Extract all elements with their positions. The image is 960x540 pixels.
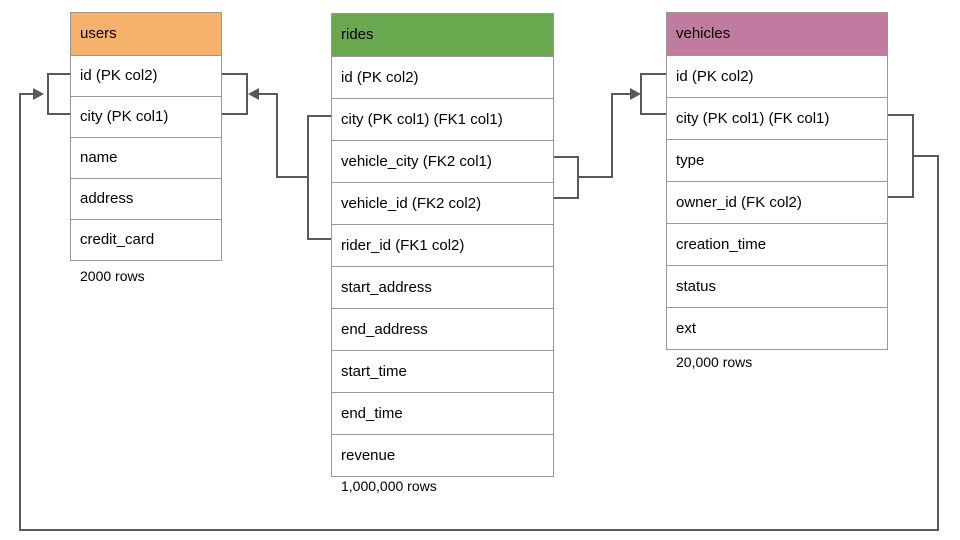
connector-rides-vehicles (553, 73, 666, 199)
table-header-rides: rides (332, 14, 553, 56)
table-row: name (71, 137, 221, 178)
table-rows-rides: id (PK col2)city (PK col1) (FK1 col1)veh… (332, 56, 553, 476)
table-row: credit_card (71, 219, 221, 260)
table-row: end_time (332, 392, 553, 434)
table-row: address (71, 178, 221, 219)
connector-rides-users (221, 73, 331, 240)
table-rides: rides id (PK col2)city (PK col1) (FK1 co… (331, 13, 554, 477)
arrowhead-to-vehicles-left (630, 88, 641, 100)
table-row: id (PK col2) (667, 55, 887, 97)
arrowhead-to-users-left (33, 88, 44, 100)
table-row: start_time (332, 350, 553, 392)
table-row: ext (667, 307, 887, 349)
table-row: end_address (332, 308, 553, 350)
row-count-rides: 1,000,000 rows (341, 478, 437, 494)
table-row: city (PK col1) (FK1 col1) (332, 98, 553, 140)
table-row: city (PK col1) (71, 96, 221, 137)
table-row: vehicle_city (FK2 col1) (332, 140, 553, 182)
row-count-users: 2000 rows (80, 268, 145, 284)
table-row: revenue (332, 434, 553, 476)
table-vehicles: vehicles id (PK col2)city (PK col1) (FK … (666, 12, 888, 350)
table-row: start_address (332, 266, 553, 308)
table-row: rider_id (FK1 col2) (332, 224, 553, 266)
table-row: type (667, 139, 887, 181)
table-row: id (PK col2) (332, 56, 553, 98)
table-header-vehicles: vehicles (667, 13, 887, 55)
table-row: creation_time (667, 223, 887, 265)
table-row: status (667, 265, 887, 307)
table-row: id (PK col2) (71, 55, 221, 96)
table-rows-vehicles: id (PK col2)city (PK col1) (FK col1)type… (667, 55, 887, 349)
arrowhead-to-users-right (248, 88, 259, 100)
table-row: vehicle_id (FK2 col2) (332, 182, 553, 224)
table-row: city (PK col1) (FK col1) (667, 97, 887, 139)
row-count-vehicles: 20,000 rows (676, 354, 753, 370)
table-header-users: users (71, 13, 221, 55)
connector-vehicles-users (19, 73, 939, 531)
table-row: owner_id (FK col2) (667, 181, 887, 223)
